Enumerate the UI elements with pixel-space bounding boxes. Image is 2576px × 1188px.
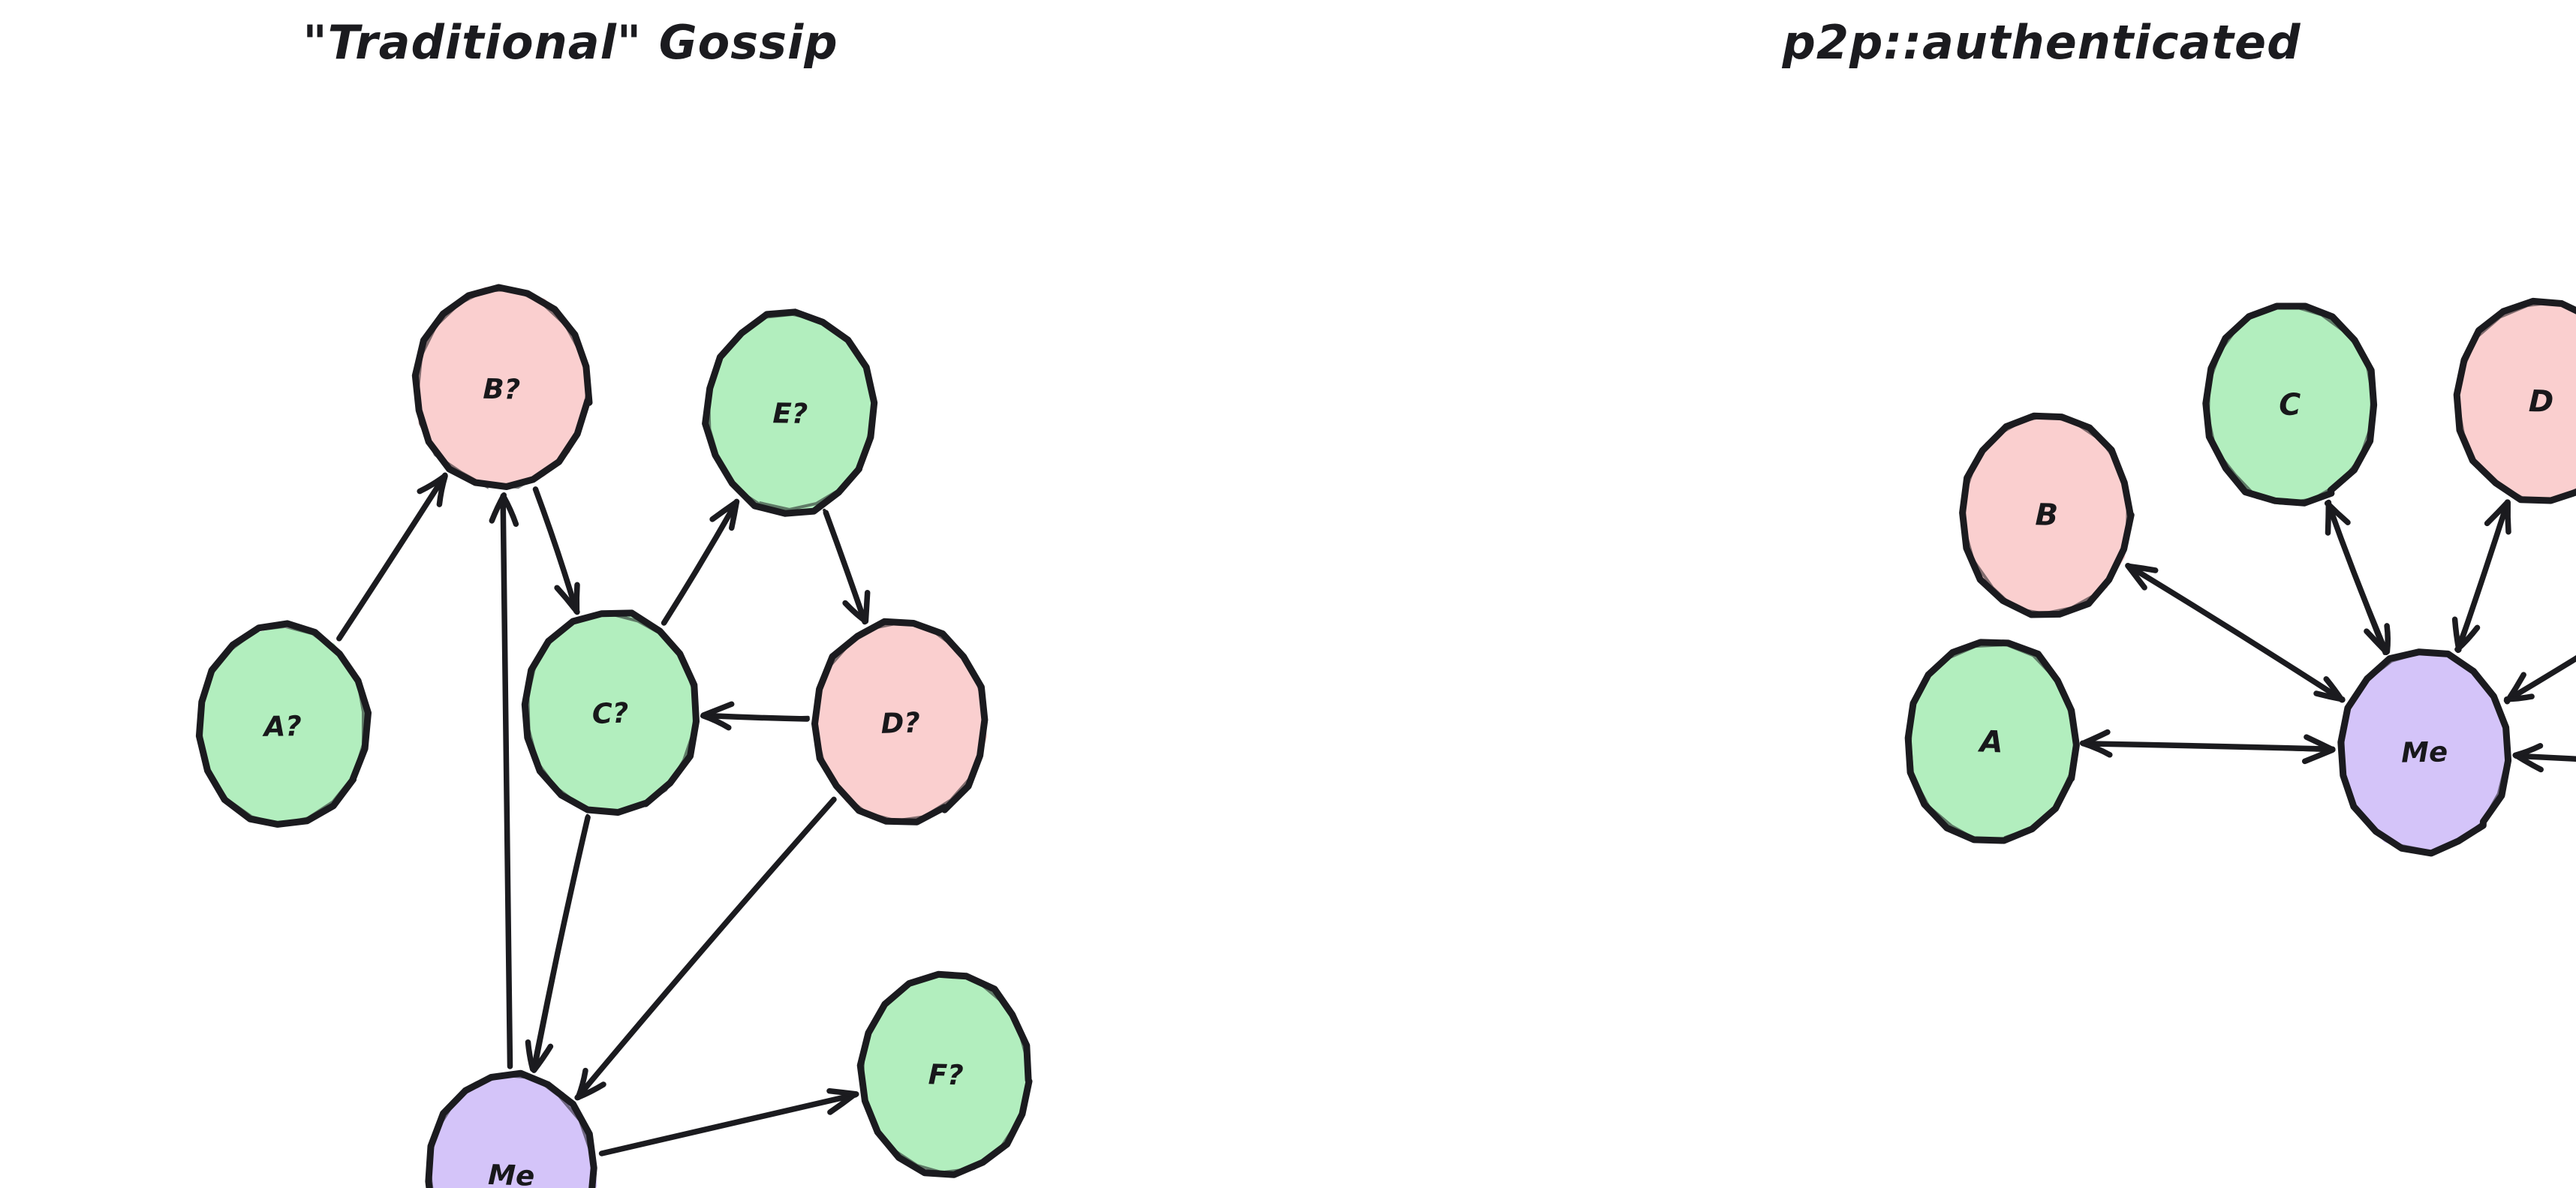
node-p2p-authenticated-c[interactable]: C <box>2202 302 2378 507</box>
edge-me-to-c <box>2324 499 2391 656</box>
edge-b-to-c <box>532 486 580 615</box>
edge-me-to-a <box>2079 729 2336 765</box>
node-label-e: E? <box>772 397 808 430</box>
edge-c-to-e <box>661 498 740 626</box>
edge-me-to-e <box>2503 655 2576 705</box>
edge-me-to-d <box>2451 499 2511 654</box>
node-traditional-gossip-f[interactable]: F? <box>856 970 1033 1178</box>
node-traditional-gossip-e[interactable]: E? <box>702 308 878 517</box>
node-p2p-authenticated-b[interactable]: B <box>1959 412 2135 618</box>
node-label-c: C <box>2279 387 2301 423</box>
node-label-d: D <box>2528 384 2553 420</box>
edge-d-to-c <box>700 701 810 731</box>
edge-d-to-me <box>574 796 837 1101</box>
node-p2p-authenticated-me[interactable]: Me <box>2337 648 2512 857</box>
node-traditional-gossip-a[interactable]: A? <box>195 620 372 828</box>
node-label-me: Me <box>488 1159 535 1188</box>
node-traditional-gossip-c[interactable]: C? <box>521 609 700 816</box>
edge-me-to-f <box>2512 743 2576 773</box>
node-label-a: A? <box>261 710 302 743</box>
titles-layer: "Traditional" Gossip p2p::authenticated <box>302 15 2301 70</box>
node-traditional-gossip-d[interactable]: D? <box>811 618 989 826</box>
edge-me-to-b <box>2125 562 2346 703</box>
nodes-layer: B?E?A?C?D?F?MeCDBEAMeF <box>195 284 2576 1188</box>
node-label-d: D? <box>880 706 920 740</box>
node-label-c: C? <box>591 696 629 730</box>
node-label-b: B? <box>483 373 520 406</box>
node-label-b: B <box>2035 498 2059 533</box>
node-traditional-gossip-me[interactable]: Me <box>425 1069 597 1188</box>
edge-c-to-me <box>525 814 591 1073</box>
panel-title-p2p-authenticated: p2p::authenticated <box>1782 15 2301 70</box>
edge-me-to-b <box>489 492 519 1069</box>
node-label-me: Me <box>2401 735 2448 768</box>
panel-title-traditional-gossip: "Traditional" Gossip <box>302 15 838 70</box>
edge-me-to-f <box>598 1087 859 1156</box>
node-traditional-gossip-b[interactable]: B? <box>411 284 593 490</box>
node-p2p-authenticated-a[interactable]: A <box>1904 639 2080 844</box>
node-p2p-authenticated-d[interactable]: D <box>2453 297 2576 504</box>
node-label-f: F? <box>928 1058 964 1091</box>
edge-a-to-b <box>336 472 448 642</box>
node-label-a: A <box>1977 724 2003 759</box>
edges-layer <box>336 472 2576 1156</box>
edge-e-to-d <box>823 508 871 625</box>
